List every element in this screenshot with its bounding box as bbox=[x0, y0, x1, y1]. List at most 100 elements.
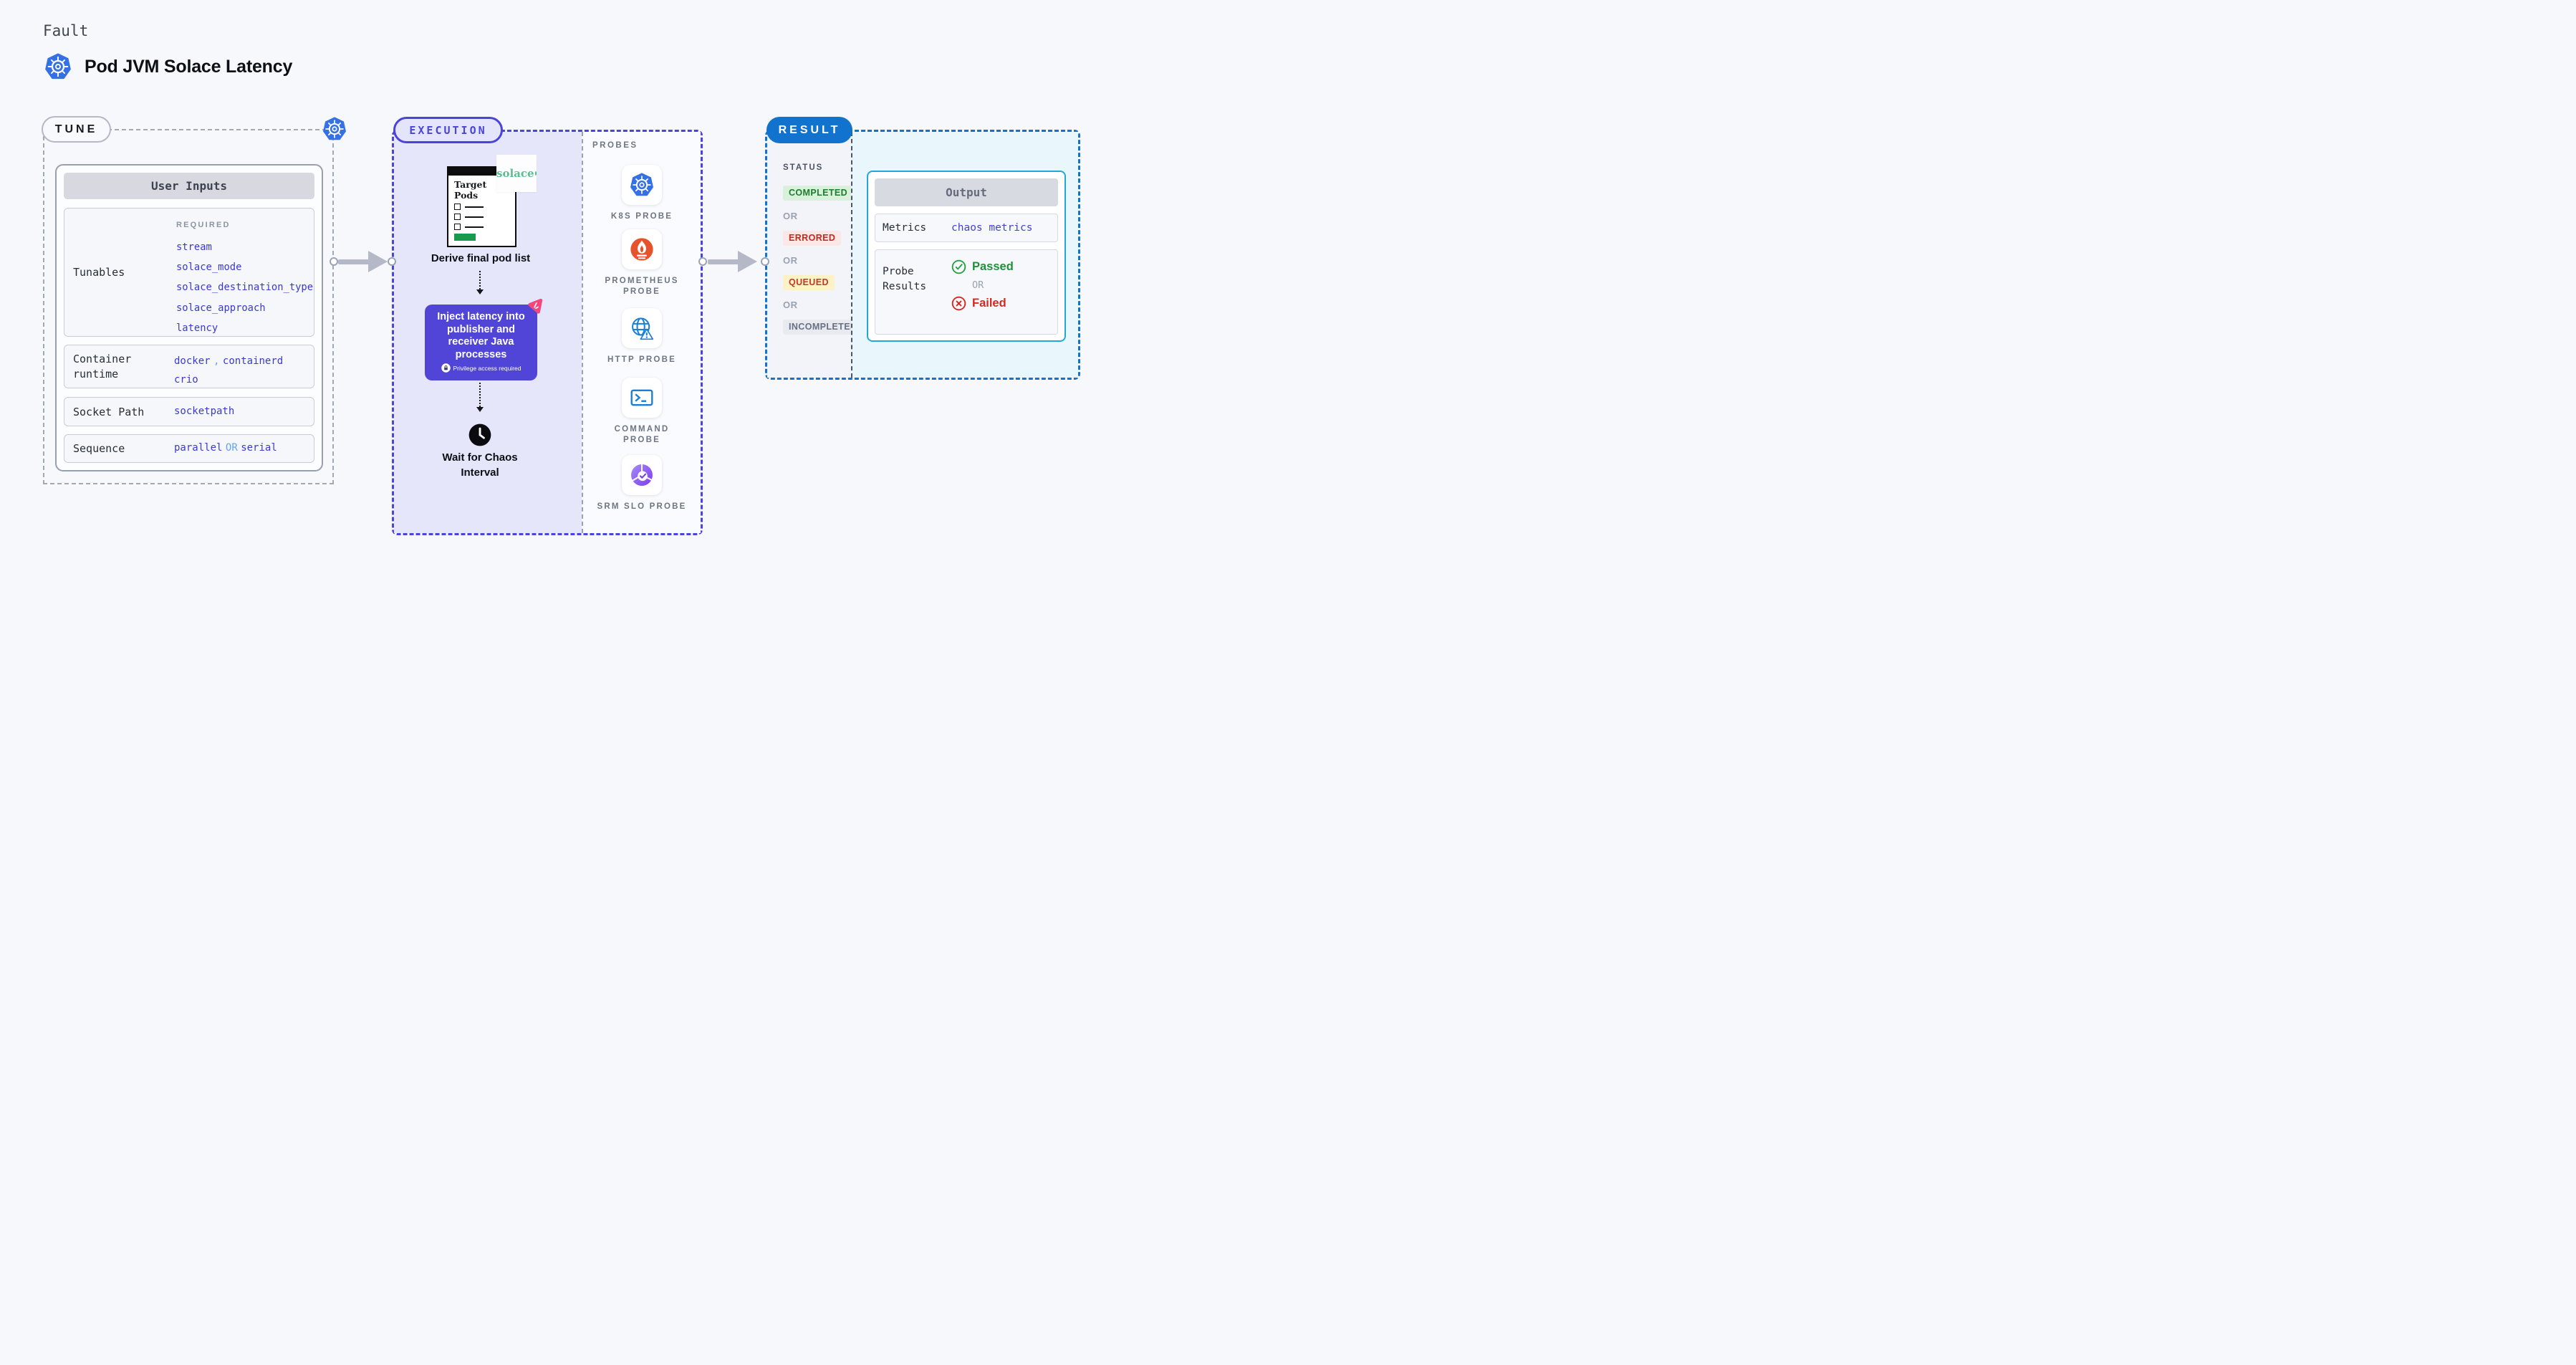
kubernetes-icon bbox=[322, 117, 347, 141]
container-runtime-label: Container runtime bbox=[73, 353, 132, 380]
user-inputs-card: User Inputs Tunables REQUIRED stream sol… bbox=[55, 164, 323, 471]
passed-line: Passed bbox=[951, 259, 1014, 274]
failed-label: Failed bbox=[972, 297, 1006, 310]
probe-item: PROMETHEUS PROBE bbox=[583, 229, 701, 297]
output-title: Output bbox=[875, 178, 1058, 206]
socket-path-label: Socket Path bbox=[73, 406, 145, 418]
prometheus-icon bbox=[630, 237, 654, 262]
solace-dot-icon bbox=[534, 171, 537, 176]
passed-label: Passed bbox=[972, 260, 1014, 273]
probe-item: COMMAND PROBE bbox=[583, 378, 701, 446]
arrow-line bbox=[708, 259, 739, 264]
arrow-head-icon bbox=[368, 251, 388, 272]
or-label: OR bbox=[783, 211, 798, 221]
checkbox-icon bbox=[454, 203, 461, 210]
sequence-label: Sequence bbox=[73, 442, 125, 455]
status-badge-completed: COMPLETED bbox=[783, 186, 854, 201]
lock-icon bbox=[441, 363, 451, 373]
target-pods-title: Target Pods bbox=[454, 179, 487, 201]
execution-section-box: PROBES K8S PROBE PROMETHEUS PROBE HTTP P… bbox=[392, 130, 703, 535]
result-section-box: STATUS COMPLETED OR ERRORED OR QUEUED OR… bbox=[765, 130, 1080, 380]
tunable-value: latency bbox=[176, 322, 218, 334]
probe-item: K8S PROBE bbox=[583, 165, 701, 222]
pod-checkbox-row bbox=[454, 203, 484, 210]
connector-dot bbox=[388, 257, 396, 266]
metrics-row: Metrics chaos metrics bbox=[875, 214, 1058, 242]
probe-card bbox=[622, 308, 662, 348]
fault-kind-label: Fault bbox=[43, 22, 89, 39]
arrow-head-icon bbox=[738, 251, 757, 272]
or-label: OR bbox=[972, 279, 984, 291]
probe-card bbox=[622, 165, 662, 205]
status-badge-queued: QUEUED bbox=[783, 275, 835, 290]
tunable-value: solace_approach bbox=[176, 302, 266, 314]
green-button bbox=[454, 234, 476, 241]
probes-title: PROBES bbox=[592, 141, 638, 150]
text-line bbox=[465, 206, 484, 208]
sequence-row: Sequence parallel OR serial bbox=[64, 434, 314, 463]
execution-pill: EXECUTION bbox=[393, 117, 503, 143]
comma-separator: , bbox=[213, 355, 220, 367]
sequence-value: serial bbox=[241, 442, 277, 454]
tunable-value: solace_destination_type bbox=[176, 282, 314, 294]
socket-path-value: socketpath bbox=[174, 406, 235, 417]
text-line bbox=[465, 226, 484, 228]
slo-pie-check-icon bbox=[630, 463, 654, 487]
connector-dot bbox=[330, 257, 338, 266]
derive-pod-list-label: Derive final pod list bbox=[431, 252, 531, 264]
runtime-value: docker bbox=[174, 355, 211, 367]
flow-arrow-icon bbox=[476, 289, 484, 294]
probe-item: SRM SLO PROBE bbox=[583, 455, 701, 512]
result-pill: RESULT bbox=[766, 117, 852, 143]
tunables-values: stream solace_mode solace_destination_ty… bbox=[176, 237, 313, 338]
text-line bbox=[465, 216, 484, 218]
flow-arrow-icon bbox=[476, 407, 484, 412]
connector-dot bbox=[698, 257, 707, 266]
or-label: OR bbox=[783, 300, 798, 310]
check-circle-icon bbox=[951, 259, 966, 274]
checkbox-icon bbox=[454, 224, 461, 230]
probe-results-values: Passed OR Failed bbox=[951, 259, 1014, 311]
or-label: OR bbox=[783, 255, 798, 266]
failed-line: Failed bbox=[951, 296, 1014, 311]
pod-checkbox-row bbox=[454, 224, 484, 230]
kubernetes-icon bbox=[630, 173, 654, 197]
status-title: STATUS bbox=[783, 163, 824, 172]
diagram-canvas: Fault Pod JVM Solace Latency TUNE User I… bbox=[0, 0, 1115, 595]
terminal-icon bbox=[630, 385, 654, 410]
globe-warning-icon bbox=[630, 316, 654, 340]
probes-area: PROBES K8S PROBE PROMETHEUS PROBE HTTP P… bbox=[582, 132, 701, 533]
runtime-value: crio bbox=[174, 374, 198, 385]
runtime-value: containerd bbox=[222, 355, 284, 367]
user-inputs-title: User Inputs bbox=[64, 173, 314, 199]
tunables-row: Tunables REQUIRED stream solace_mode sol… bbox=[64, 208, 314, 337]
probe-name: K8S PROBE bbox=[610, 212, 673, 221]
flow-dotted-line bbox=[479, 383, 481, 407]
flow-dotted-line bbox=[479, 271, 481, 289]
probe-card bbox=[622, 455, 662, 495]
status-badge-errored: ERRORED bbox=[783, 231, 842, 246]
inject-latency-label: Inject latency into publisher and receiv… bbox=[437, 311, 525, 360]
socket-path-row: Socket Path socketpath bbox=[64, 397, 314, 426]
output-card: Output Metrics chaos metrics Probe Resul… bbox=[867, 171, 1066, 342]
status-column: STATUS COMPLETED OR ERRORED OR QUEUED OR… bbox=[767, 132, 863, 378]
container-runtime-row: Container runtime docker , containerd cr… bbox=[64, 345, 314, 388]
kubernetes-icon bbox=[44, 53, 72, 80]
privilege-label: Privilege access required bbox=[453, 364, 522, 372]
probe-name: SRM SLO PROBE bbox=[597, 502, 687, 511]
metrics-label: Metrics bbox=[883, 221, 927, 234]
probe-results-row: Probe Results Passed OR Failed bbox=[875, 249, 1058, 335]
container-runtime-values: docker , containerd crio bbox=[174, 352, 283, 389]
clock-icon bbox=[468, 423, 491, 446]
page-title: Pod JVM Solace Latency bbox=[85, 57, 293, 77]
probe-name: PROMETHEUS PROBE bbox=[605, 277, 679, 296]
solace-logo-card: solace bbox=[496, 155, 537, 192]
probe-item: HTTP PROBE bbox=[583, 308, 701, 365]
privilege-row: Privilege access required bbox=[431, 363, 532, 373]
chaos-icon bbox=[527, 298, 544, 315]
metrics-value: chaos metrics bbox=[951, 222, 1033, 234]
tunable-value: solace_mode bbox=[176, 262, 242, 274]
sequence-value: parallel bbox=[174, 442, 223, 454]
probe-name: HTTP PROBE bbox=[607, 355, 676, 364]
probe-results-label: Probe Results bbox=[883, 266, 927, 292]
